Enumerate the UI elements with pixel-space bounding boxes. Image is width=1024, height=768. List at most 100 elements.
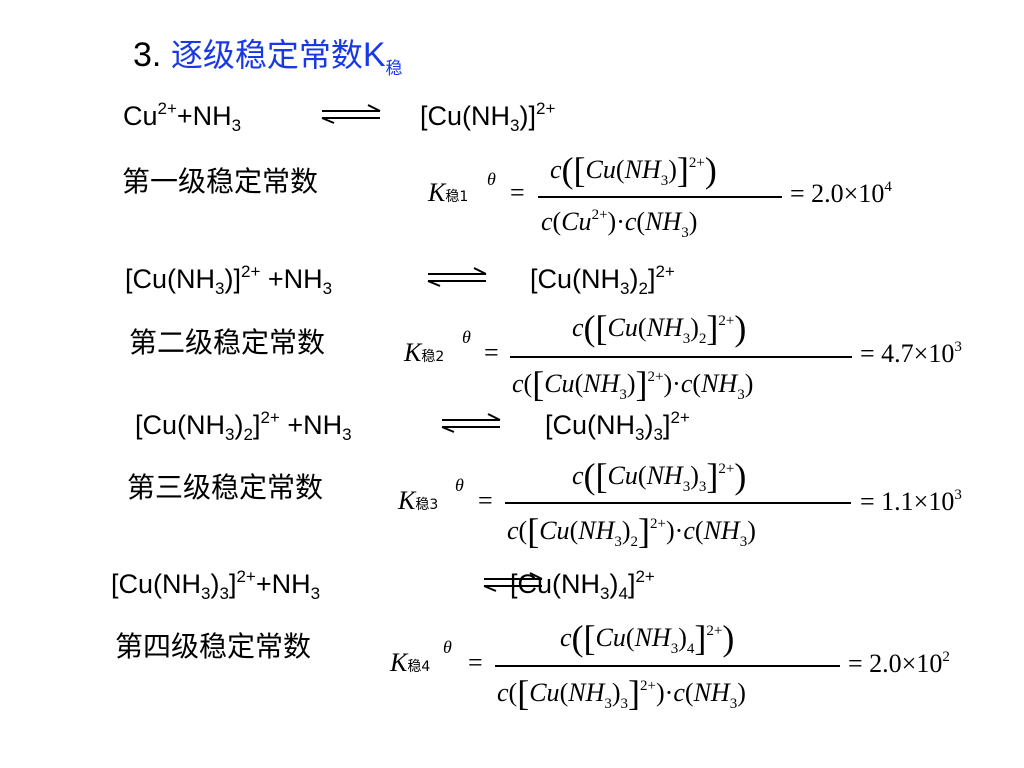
k2-value: = 4.7×103 xyxy=(860,340,962,367)
fraction-bar xyxy=(495,665,840,667)
paren: ) xyxy=(688,207,698,236)
c: c xyxy=(560,623,572,652)
bracket: ] xyxy=(706,308,719,348)
bracket: ] xyxy=(638,511,651,551)
sub: 3 xyxy=(737,387,745,403)
fraction-bar xyxy=(538,196,782,198)
equilibrium-arrow-icon xyxy=(441,413,501,433)
sub: 3 xyxy=(698,479,707,495)
text: [Cu(NH xyxy=(111,569,202,599)
text: [Cu(NH xyxy=(510,569,601,599)
bracket: [ xyxy=(595,308,608,348)
text: ) xyxy=(629,264,639,294)
title-k-sub: 稳 xyxy=(385,58,403,79)
text: [Cu(NH xyxy=(545,410,636,440)
c: c xyxy=(512,369,524,398)
text: ] xyxy=(662,410,671,440)
sub: 4 xyxy=(686,641,695,657)
text: +NH xyxy=(176,101,232,131)
paren: ) xyxy=(722,618,735,658)
math-k: K xyxy=(390,648,408,677)
theta-symbol: θ xyxy=(487,169,496,189)
sub: 3 xyxy=(653,425,663,444)
nh: NH xyxy=(645,207,682,236)
nh: NH xyxy=(703,516,740,545)
text: [Cu(NH xyxy=(125,264,216,294)
text: ) xyxy=(609,569,619,599)
sub: 3 xyxy=(231,116,242,135)
k1-numerator: c([Cu(NH3)]2+) xyxy=(550,152,717,189)
sup: 2+ xyxy=(688,155,705,171)
paren: ) xyxy=(621,516,631,545)
text: [Cu(NH xyxy=(135,410,226,440)
paren: ( xyxy=(637,461,647,490)
paren: ( xyxy=(583,456,596,496)
k-sub: 稳2 xyxy=(421,349,445,365)
sub: 3 xyxy=(510,116,520,135)
c: c xyxy=(683,516,695,545)
math-k: K xyxy=(398,486,416,515)
k3-numerator: c([Cu(NH3)3]2+) xyxy=(572,458,746,495)
sup: 2+ xyxy=(260,408,280,427)
k4-symbol: K稳4 xyxy=(390,650,430,676)
c: c xyxy=(572,461,584,490)
paren: ( xyxy=(694,516,704,545)
k1-symbol: K稳1 xyxy=(428,180,468,206)
paren: ( xyxy=(552,207,562,236)
dot: · xyxy=(664,678,674,707)
theta-symbol: θ xyxy=(455,475,464,495)
k3-denominator: c([Cu(NH3)2]2+)·c(NH3) xyxy=(507,513,756,550)
text: ) xyxy=(210,569,220,599)
step4-reactant: [Cu(NH3)3]2++NH3 xyxy=(111,568,320,602)
paren: ) xyxy=(734,456,747,496)
paren: ) xyxy=(704,150,717,190)
paren: ( xyxy=(559,678,569,707)
sup: 2+ xyxy=(157,99,177,118)
title-text: 逐级稳定常数 xyxy=(170,36,363,74)
paren: ) xyxy=(668,155,677,184)
equals: = xyxy=(484,338,499,367)
equals: = xyxy=(510,178,525,207)
c: c xyxy=(550,155,562,184)
sub: 3 xyxy=(342,425,352,444)
text: ] xyxy=(627,569,636,599)
equilibrium-arrow-icon xyxy=(483,572,543,592)
paren: ) xyxy=(690,313,699,342)
paren: ) xyxy=(663,369,673,398)
nh: NH xyxy=(634,623,671,652)
dot: · xyxy=(616,207,625,236)
paren: ( xyxy=(636,207,646,236)
sub: 2 xyxy=(638,279,648,298)
cu: Cu xyxy=(529,678,560,707)
sup: 2+ xyxy=(535,99,556,118)
text: ] xyxy=(647,264,656,294)
cu: Cu xyxy=(544,369,575,398)
paren: ( xyxy=(561,150,574,190)
sup: 2+ xyxy=(650,516,666,532)
sub: 2 xyxy=(243,425,253,444)
text: [Cu(NH xyxy=(530,264,621,294)
value: = 2.0×10 xyxy=(790,179,885,208)
k3-value: = 1.1×103 xyxy=(860,488,962,515)
equals: = xyxy=(478,486,493,515)
sup: 2+ xyxy=(240,262,261,281)
c: c xyxy=(507,516,519,545)
nh: NH xyxy=(578,516,615,545)
paren: ) xyxy=(737,678,746,707)
paren: ( xyxy=(571,618,584,658)
sup: 2+ xyxy=(655,262,675,281)
sub: 3 xyxy=(660,173,669,189)
dot: · xyxy=(672,369,681,398)
sup: 2+ xyxy=(706,623,723,639)
bracket: [ xyxy=(532,364,545,404)
k-sub: 稳1 xyxy=(445,189,469,205)
paren: ( xyxy=(684,678,694,707)
sub: 3 xyxy=(681,225,689,241)
value: = 2.0×10 xyxy=(848,649,943,678)
k1-denominator: c(Cu2+)·c(NH3) xyxy=(541,208,697,241)
paren: ) xyxy=(690,461,699,490)
text: ) xyxy=(234,410,244,440)
paren: ( xyxy=(518,516,528,545)
paren: ) xyxy=(747,516,756,545)
c: c xyxy=(624,207,637,236)
